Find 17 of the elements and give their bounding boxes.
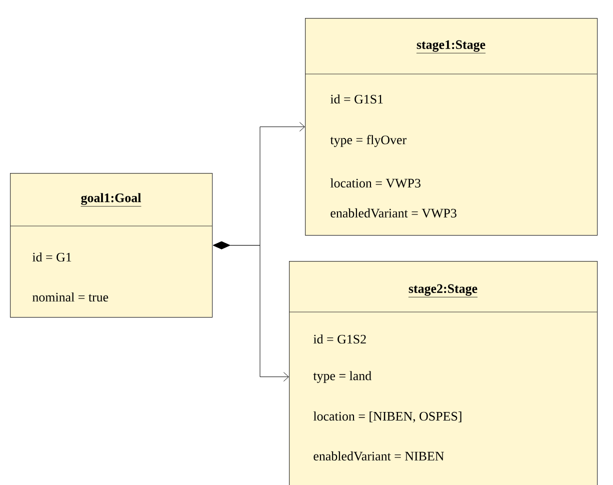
object-name: stage2:Stage xyxy=(408,284,478,298)
attribute-text: location = [NIBEN, OSPES] xyxy=(313,412,462,422)
object-box xyxy=(288,261,598,485)
object-name: goal1:Goal xyxy=(80,193,142,207)
attribute-text: type = land xyxy=(313,371,372,383)
attribute-text: enabledVariant = NIBEN xyxy=(314,451,444,461)
attribute-text: nominal = true xyxy=(32,292,108,302)
object-box xyxy=(10,173,213,318)
object-name: stage1:Stage xyxy=(416,40,486,54)
attribute-text: enabledVariant = VWP3 xyxy=(330,208,456,218)
attribute-text: location = VWP3 xyxy=(330,178,420,188)
object-box xyxy=(304,18,598,236)
composition-arrow xyxy=(212,241,289,382)
attribute-text: id = G1 xyxy=(32,252,72,262)
attribute-text: id = G1S1 xyxy=(330,94,383,104)
attribute-text: id = G1S2 xyxy=(313,334,366,344)
attribute-text: type = flyOver xyxy=(330,135,406,147)
